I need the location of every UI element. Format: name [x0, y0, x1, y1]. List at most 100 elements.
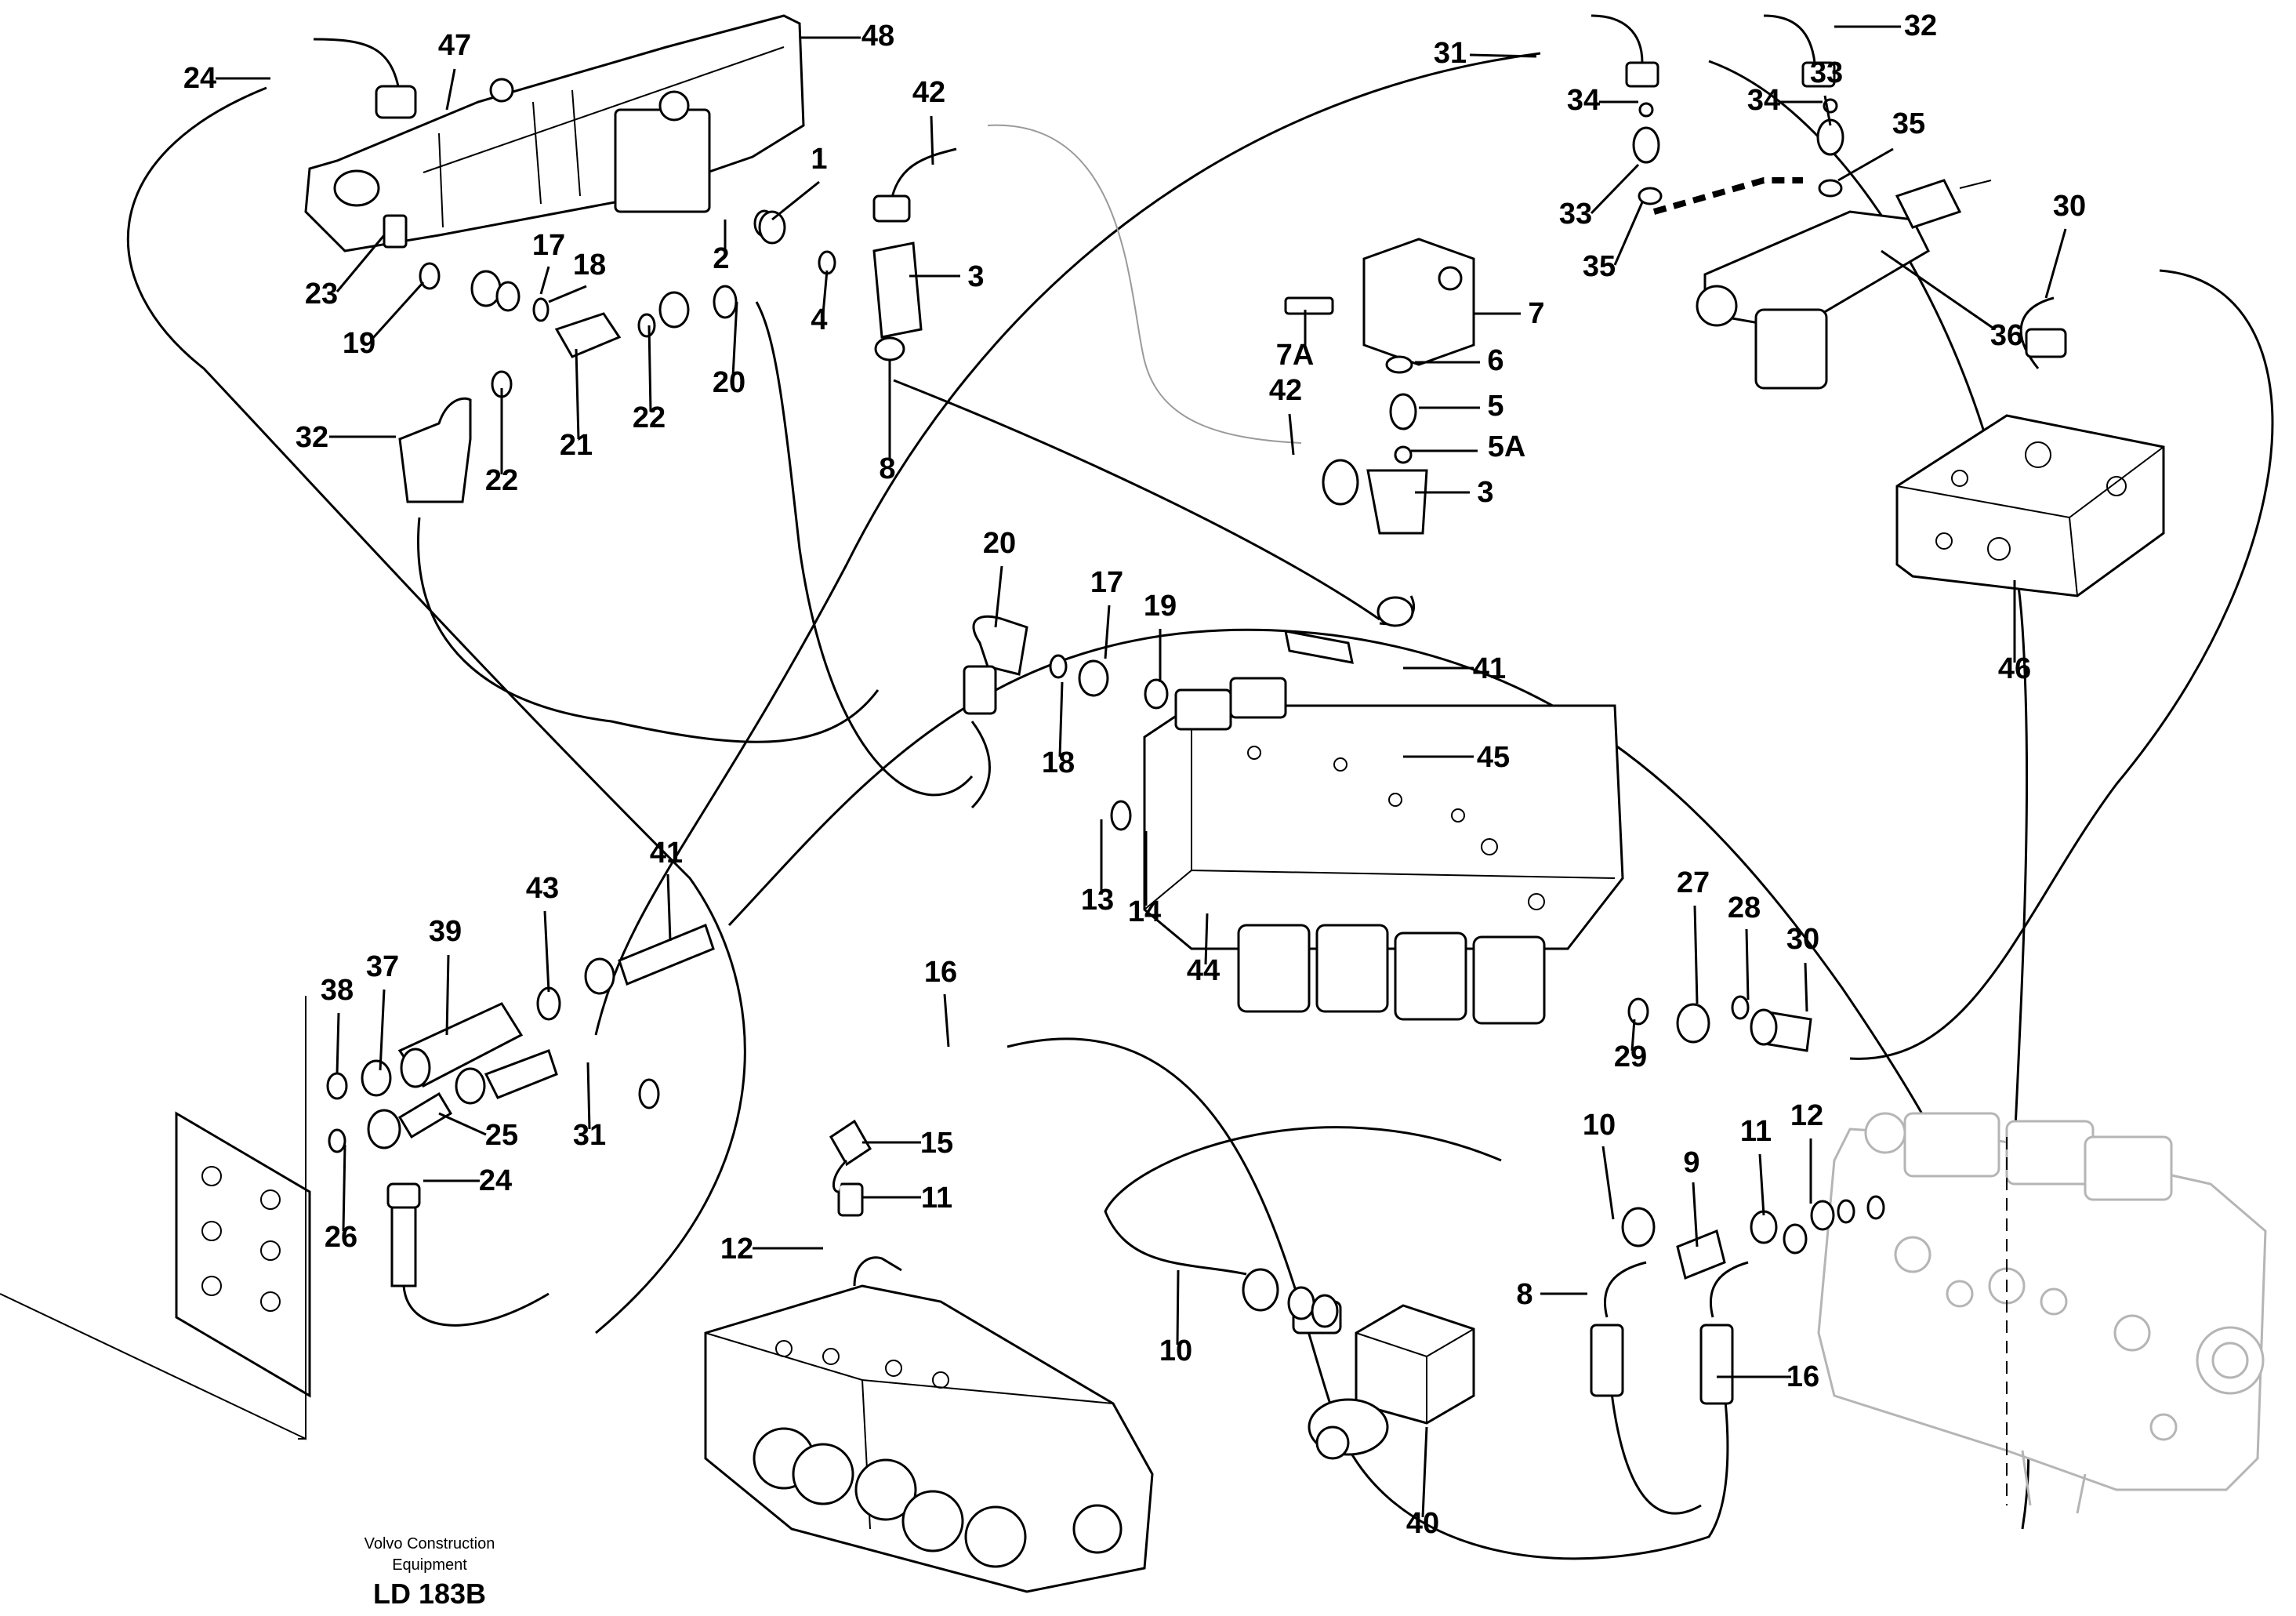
part-label-8: 8 — [879, 452, 895, 485]
leader-lines — [216, 25, 2067, 1518]
part-label-12: 12 — [720, 1233, 753, 1266]
part-label-28: 28 — [1728, 892, 1761, 924]
part-label-3: 3 — [967, 260, 984, 293]
company-line-2: Equipment — [392, 1556, 467, 1574]
leader-line-40 — [1421, 1426, 1428, 1518]
part-label-37: 37 — [366, 950, 399, 983]
part-label-17: 17 — [1090, 566, 1123, 599]
part-label-20: 20 — [713, 366, 745, 399]
part-label-7: 7 — [1528, 297, 1544, 330]
solenoid-7 — [1284, 238, 1475, 366]
part-label-18: 18 — [1042, 746, 1075, 779]
part-label-4: 4 — [811, 303, 827, 336]
part-label-18: 18 — [573, 249, 606, 281]
drawing-footer: Volvo Construction Equipment LD 183B — [365, 1535, 495, 1610]
part-label-34: 34 — [1567, 84, 1600, 117]
part-label-31: 31 — [573, 1119, 606, 1152]
part-label-30: 30 — [2053, 190, 2086, 223]
leader-line-44 — [1204, 913, 1209, 965]
bulkhead-panel — [0, 996, 311, 1440]
hose-31-top — [594, 52, 1541, 1036]
leader-line-42 — [930, 115, 934, 165]
part-label-42: 42 — [1269, 374, 1302, 407]
part-label-13: 13 — [1081, 884, 1114, 917]
part-label-44: 44 — [1187, 954, 1220, 987]
leader-line-22 — [647, 325, 652, 412]
part-label-27: 27 — [1677, 866, 1710, 899]
leader-line-17 — [539, 266, 550, 295]
part-label-32: 32 — [1904, 9, 1937, 42]
part-label-41: 41 — [1473, 652, 1506, 685]
leader-line-1 — [771, 180, 820, 221]
leader-line-25 — [438, 1112, 487, 1136]
part-label-23: 23 — [305, 278, 338, 310]
part-label-22: 22 — [633, 401, 666, 434]
part-label-7a: 7A — [1276, 339, 1315, 372]
leader-line-4 — [822, 270, 829, 314]
solenoid-valve-40 — [1287, 1286, 1475, 1460]
part-label-17: 17 — [532, 229, 565, 262]
part-label-39: 39 — [429, 915, 462, 948]
leader-line-36 — [1881, 249, 1996, 331]
part-label-16: 16 — [924, 956, 957, 989]
leader-line-41 — [666, 873, 672, 942]
leader-line-28 — [1745, 928, 1750, 1000]
part-label-10: 10 — [1159, 1335, 1192, 1367]
part-label-24: 24 — [479, 1164, 512, 1197]
part-label-19: 19 — [1144, 590, 1177, 623]
leader-line-21 — [575, 348, 580, 440]
part-label-30: 30 — [1786, 923, 1819, 956]
part-label-19: 19 — [343, 327, 375, 360]
leader-line-37 — [379, 989, 386, 1071]
leader-line-33 — [1590, 163, 1640, 215]
part-label-40: 40 — [1406, 1507, 1439, 1540]
part-label-5a: 5A — [1488, 430, 1526, 463]
leader-line-18 — [548, 285, 587, 303]
center-left-fittings — [963, 615, 1169, 831]
part-label-33: 33 — [1559, 198, 1592, 231]
leader-line-30 — [2044, 228, 2067, 299]
hose-lines — [126, 52, 2274, 1560]
hose-24-lower — [402, 1285, 550, 1327]
part-label-36: 36 — [1990, 319, 2023, 352]
part-label-2: 2 — [713, 242, 729, 275]
leader-line-38 — [336, 1012, 340, 1075]
hose-10-loop — [1104, 1126, 1502, 1276]
part-label-10: 10 — [1583, 1109, 1616, 1142]
part-label-24: 24 — [183, 62, 216, 95]
hose-24-loop — [126, 86, 746, 1335]
leader-line-31 — [586, 1062, 591, 1130]
left-fittings — [326, 924, 715, 1287]
leader-line-17 — [1104, 605, 1111, 659]
leader-line-35 — [1837, 147, 1894, 182]
hose-16-loop — [1007, 1037, 1729, 1560]
leader-line-31 — [1469, 53, 1537, 58]
part-label-45: 45 — [1477, 741, 1510, 774]
part-label-12: 12 — [1790, 1099, 1823, 1132]
part-label-32: 32 — [296, 421, 328, 454]
part-label-14: 14 — [1128, 895, 1161, 928]
hose-42-thin — [987, 124, 1302, 444]
main-control-valve-ghost — [1817, 1112, 2267, 1514]
leader-line-10 — [1176, 1269, 1180, 1345]
leader-line-39 — [445, 954, 450, 1036]
part-label-1: 1 — [811, 143, 827, 176]
leader-line-9 — [1692, 1182, 1699, 1247]
leader-line-47 — [445, 68, 456, 111]
part-label-38: 38 — [321, 974, 354, 1007]
part-label-35: 35 — [1583, 250, 1616, 283]
top-left-fittings — [313, 38, 957, 1109]
part-label-11: 11 — [1740, 1115, 1772, 1148]
part-label-3: 3 — [1477, 476, 1493, 509]
leader-line-33 — [1823, 95, 1832, 126]
pump-motor-assembly — [304, 14, 805, 252]
part-label-26: 26 — [325, 1221, 357, 1254]
leader-line-10 — [1601, 1146, 1615, 1220]
part-label-22: 22 — [485, 464, 518, 497]
leader-line-11 — [1758, 1153, 1765, 1216]
hose-8-top — [893, 379, 1380, 621]
part-label-48: 48 — [861, 20, 894, 53]
center-fittings — [1284, 355, 1428, 664]
